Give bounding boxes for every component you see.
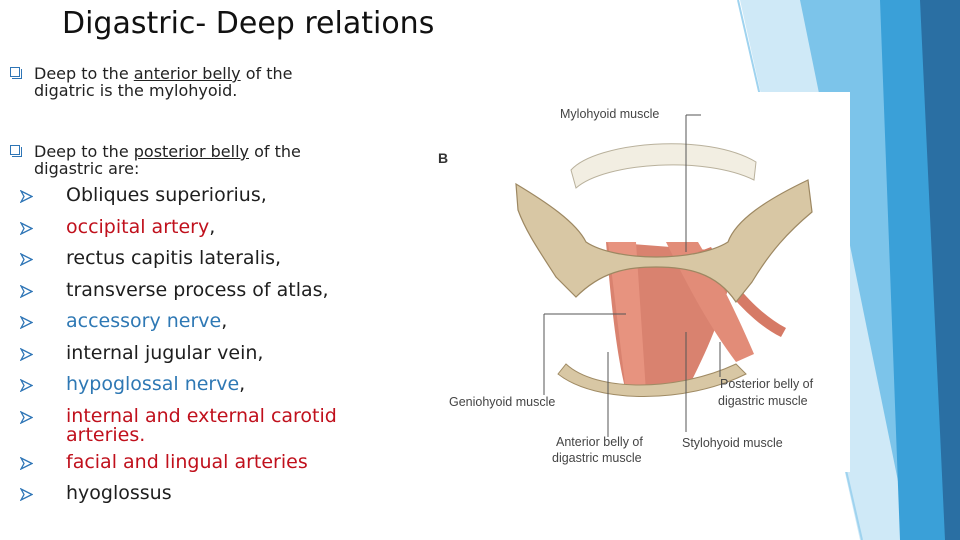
arrow-bullet-icon — [20, 379, 33, 392]
para1-line2: digatric is the mylohyoid. — [34, 81, 238, 100]
arrow-bullet-icon — [20, 253, 33, 266]
label-mylohyoid: Mylohyoid muscle — [560, 107, 660, 121]
list-item: accessory nerve, — [20, 312, 400, 331]
posterior-relations-list: Obliques superiorius, occipital artery, … — [20, 186, 400, 516]
hyoid-bone — [557, 363, 747, 397]
muscle-left — [608, 242, 646, 392]
paragraph-anterior-belly: Deep to the anterior belly of the digatr… — [34, 65, 364, 99]
para2-underlined-term: posterior belly — [133, 142, 249, 161]
arrow-bullet-icon — [20, 284, 33, 298]
para2-text-start: Deep to the — [34, 142, 134, 161]
para2-line2: digastric are: — [34, 159, 140, 178]
figure-panel-label: B — [438, 150, 449, 166]
label-geniohyoid: Geniohyoid muscle — [449, 395, 556, 409]
label-anterior-belly-1: Anterior belly of — [556, 435, 643, 449]
arrow-bullet-icon — [20, 456, 33, 470]
mandible-illustration — [515, 114, 813, 437]
list-item: internal and external carotid arteries. — [20, 406, 400, 445]
arrow-bullet-icon — [20, 316, 33, 329]
label-anterior-belly-2: digastric muscle — [552, 451, 642, 465]
list-item: Obliques superiorius, — [20, 186, 400, 205]
square-bullet-icon — [10, 67, 22, 79]
arrow-bullet-icon — [20, 410, 33, 424]
list-item: occipital artery, — [20, 217, 400, 237]
para2-text-end: of the — [248, 142, 301, 161]
label-posterior-belly-2: digastric muscle — [718, 394, 808, 408]
square-bullet-icon — [10, 145, 22, 157]
mandible-bone — [515, 179, 813, 304]
para1-text-start: Deep to the — [34, 64, 134, 83]
arrow-bullet-icon — [20, 221, 33, 235]
list-item: transverse process of atlas, — [20, 280, 400, 300]
dark-blue-wedge — [920, 0, 960, 540]
teeth — [570, 143, 757, 189]
label-posterior-belly-1: Posterior belly of — [720, 377, 814, 391]
arrow-bullet-icon — [20, 190, 33, 203]
para1-text-end: of the — [240, 64, 293, 83]
muscle-right — [666, 242, 754, 362]
list-item: facial and lingual arteries — [20, 452, 400, 472]
para1-underlined-term: anterior belly — [133, 64, 241, 83]
arrow-bullet-icon — [20, 347, 33, 361]
list-item: rectus capitis lateralis, — [20, 249, 400, 268]
label-stylohyoid: Stylohyoid muscle — [682, 436, 783, 450]
slide-title: Digastric- Deep relations — [62, 6, 435, 41]
list-item: hypoglossal nerve, — [20, 375, 400, 394]
paragraph-posterior-belly: Deep to the posterior belly of the digas… — [34, 143, 364, 177]
list-item: hyoglossus — [20, 484, 400, 503]
arrow-bullet-icon — [20, 488, 33, 501]
list-item: internal jugular vein, — [20, 343, 400, 363]
